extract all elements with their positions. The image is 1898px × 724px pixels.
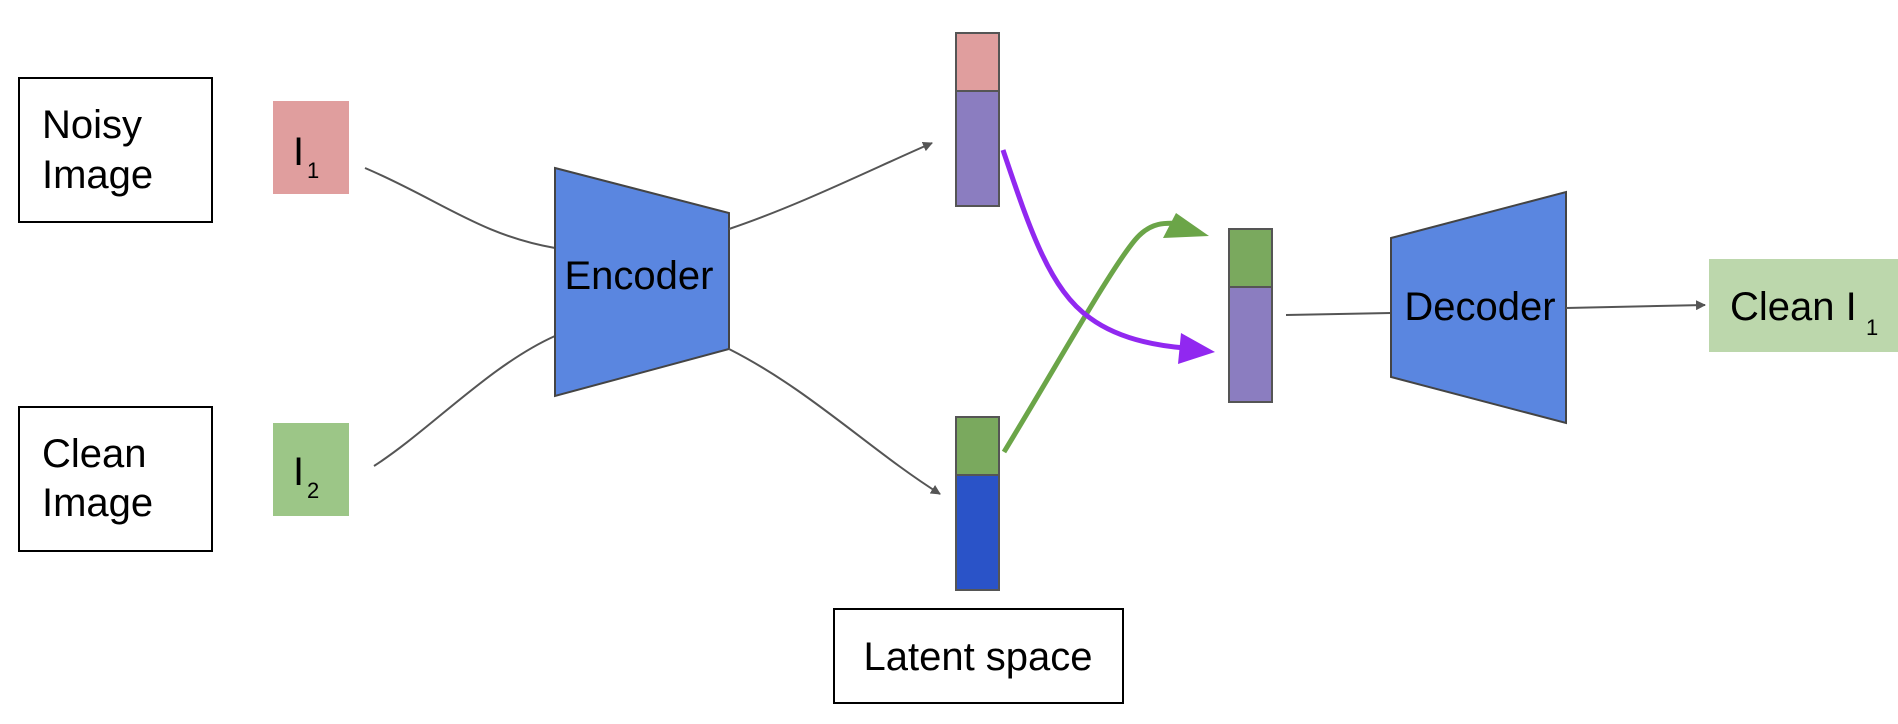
connector-i1-to-encoder <box>364 167 556 249</box>
combined-content-segment <box>1228 286 1273 403</box>
encoder-label: Encoder <box>565 254 714 298</box>
latent-noise-segment <box>955 32 1000 92</box>
input-i2-tile: I 2 <box>273 423 349 516</box>
connector-decoder-to-output <box>1565 300 1706 311</box>
latent-space-box: Latent space <box>833 608 1124 704</box>
connector-encoder-to-bottom-latent <box>728 348 941 495</box>
clean-image-label-line1: Clean <box>42 432 147 476</box>
noisy-image-label-line2: Image <box>42 153 153 197</box>
green-swap-arrow <box>1001 213 1209 454</box>
latent-vector-combined <box>1228 228 1273 403</box>
latent-vector-clean <box>955 416 1000 591</box>
connector-i2-to-encoder <box>373 335 556 467</box>
latent-clean-code-segment <box>955 416 1000 476</box>
latent-clean-content-segment <box>955 474 1000 591</box>
connector-combined-to-decoder <box>1285 312 1392 316</box>
combined-clean-code-segment <box>1228 228 1273 288</box>
clean-image-label-line2: Image <box>42 481 153 525</box>
connector-encoder-to-top-latent <box>728 142 933 230</box>
noisy-image-label-line1: Noisy <box>42 103 142 147</box>
output-label: Clean I <box>1730 285 1857 329</box>
output-clean-i1-tile: Clean I 1 <box>1709 259 1898 352</box>
noisy-image-box: Noisy Image <box>18 77 213 223</box>
decoder-block: Decoder <box>1390 190 1567 425</box>
input-i1-label: I <box>293 130 304 174</box>
output-subscript: 1 <box>1866 315 1878 340</box>
input-i2-label: I <box>293 450 304 494</box>
clean-image-box: Clean Image <box>18 406 213 552</box>
encoder-block: Encoder <box>554 166 730 398</box>
input-i1-tile: I 1 <box>273 101 349 194</box>
input-i2-subscript: 2 <box>307 478 319 503</box>
input-i1-subscript: 1 <box>307 158 319 183</box>
latent-content-segment <box>955 90 1000 207</box>
latent-space-label: Latent space <box>863 635 1092 679</box>
decoder-label: Decoder <box>1404 285 1555 329</box>
latent-vector-noisy <box>955 32 1000 207</box>
purple-swap-arrow <box>1000 149 1215 364</box>
